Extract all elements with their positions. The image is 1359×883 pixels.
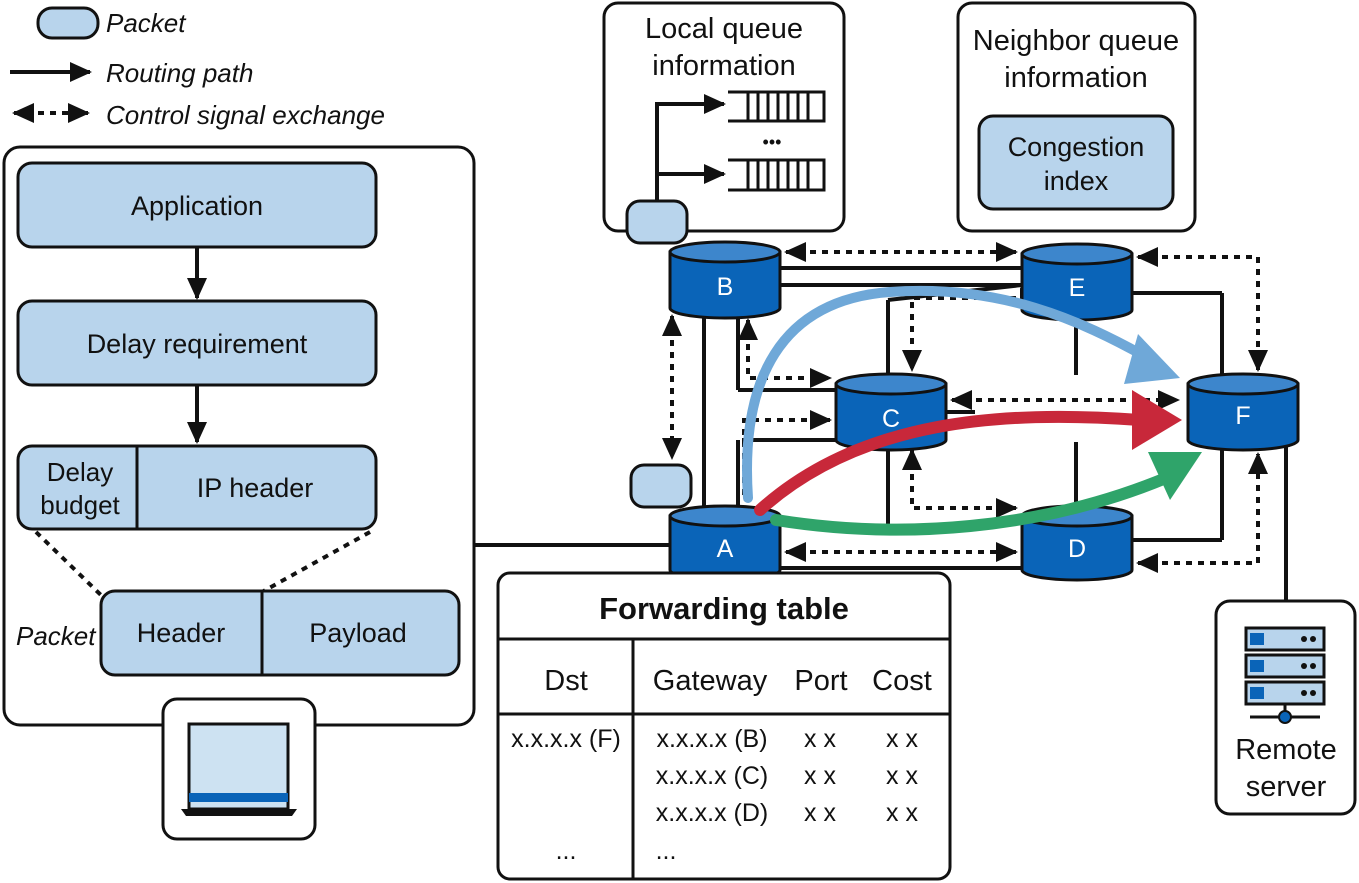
legend-routing-label: Routing path	[106, 58, 253, 88]
node-b-label: B	[717, 273, 734, 301]
local-queue-title-line1: Local queue	[645, 13, 803, 45]
table-row: x.x.x.x (D) x x x x	[656, 799, 919, 827]
node-a[interactable]: A	[668, 504, 782, 582]
route-path-via-c	[754, 410, 1146, 516]
table-cell-cost: x x	[886, 762, 918, 790]
legend-control-label: Control signal exchange	[106, 100, 385, 130]
congestion-index-line2: index	[1044, 166, 1109, 196]
table-cell-gateway: x.x.x.x (D)	[656, 799, 769, 827]
route-path-via-d	[770, 472, 1172, 536]
neighbor-queue-box: Neighbor queue information Congestion in…	[956, 1, 1197, 233]
table-gateway-more: ...	[656, 837, 677, 865]
congestion-index-box	[977, 114, 1175, 211]
queue-icon-1	[728, 90, 826, 123]
node-c-label: C	[882, 405, 900, 433]
node-e-label: E	[1069, 274, 1086, 302]
packet-box	[99, 589, 461, 677]
route-path-via-b-e	[742, 285, 1153, 503]
forwarding-table: Forwarding table Dst Gateway Port Cost x…	[496, 571, 952, 881]
node-a-label: A	[717, 535, 734, 563]
legend-packet-label: Packet	[106, 8, 187, 38]
local-queue-box: Local queue information •••	[602, 1, 846, 245]
remote-server-label-line2: server	[1246, 771, 1327, 803]
table-cell-port: x x	[804, 799, 836, 827]
congestion-index-line1: Congestion	[1008, 132, 1145, 162]
table-row: x.x.x.x (C) x x x x	[656, 762, 919, 790]
table-cell-gateway: x.x.x.x (C)	[656, 762, 769, 790]
local-queue-packet-icon	[625, 199, 689, 245]
table-header-cost: Cost	[872, 665, 932, 697]
neighbor-queue-title-line2: information	[1004, 62, 1147, 94]
delay-budget-line1: Delay	[47, 457, 113, 487]
table-cell-gateway: x.x.x.x (B)	[656, 725, 767, 753]
node-f-label: F	[1235, 402, 1250, 430]
node-a-packet-icon	[629, 463, 693, 509]
packet-header-label: Header	[137, 618, 226, 648]
node-d-label: D	[1068, 535, 1086, 563]
server-rack-icon	[1244, 626, 1326, 724]
legend-packet-icon	[36, 6, 100, 40]
neighbor-queue-title-line1: Neighbor queue	[973, 25, 1179, 57]
laptop-icon	[161, 697, 317, 841]
remote-server[interactable]: Remote server	[1214, 599, 1357, 816]
legend: Packet Routing path Control signal excha…	[10, 6, 385, 130]
delay-requirement-label: Delay requirement	[87, 329, 308, 359]
node-b[interactable]: B	[668, 240, 782, 320]
local-queue-title-line2: information	[652, 50, 795, 82]
table-dst-more: ...	[556, 837, 577, 865]
host-panel: Application Delay requirement Delay budg…	[2, 145, 476, 727]
application-label: Application	[131, 191, 263, 221]
table-cell-cost: x x	[886, 725, 918, 753]
table-cell-port: x x	[804, 762, 836, 790]
table-header-port: Port	[794, 665, 847, 697]
packet-payload-label: Payload	[309, 618, 407, 648]
ip-header-label: IP header	[197, 473, 314, 503]
remote-server-label-line1: Remote	[1235, 734, 1337, 766]
packet-side-label: Packet	[16, 621, 97, 651]
table-header-gateway: Gateway	[653, 665, 768, 697]
delay-budget-line2: budget	[40, 490, 120, 520]
node-f[interactable]: F	[1186, 372, 1300, 452]
control-signal-links	[662, 242, 1268, 573]
table-header-dst: Dst	[544, 665, 588, 697]
table-dst-value: x.x.x.x (F)	[511, 725, 621, 753]
table-cell-port: x x	[804, 725, 836, 753]
queue-icon-2	[728, 158, 826, 192]
node-e[interactable]: E	[1020, 242, 1134, 322]
ip-header-box	[16, 444, 378, 531]
table-cell-cost: x x	[886, 799, 918, 827]
route-paths	[742, 285, 1202, 536]
forwarding-table-title: Forwarding table	[599, 591, 849, 626]
queue-ellipsis: •••	[763, 132, 782, 152]
table-row: x.x.x.x (B) x x x x	[656, 725, 918, 753]
